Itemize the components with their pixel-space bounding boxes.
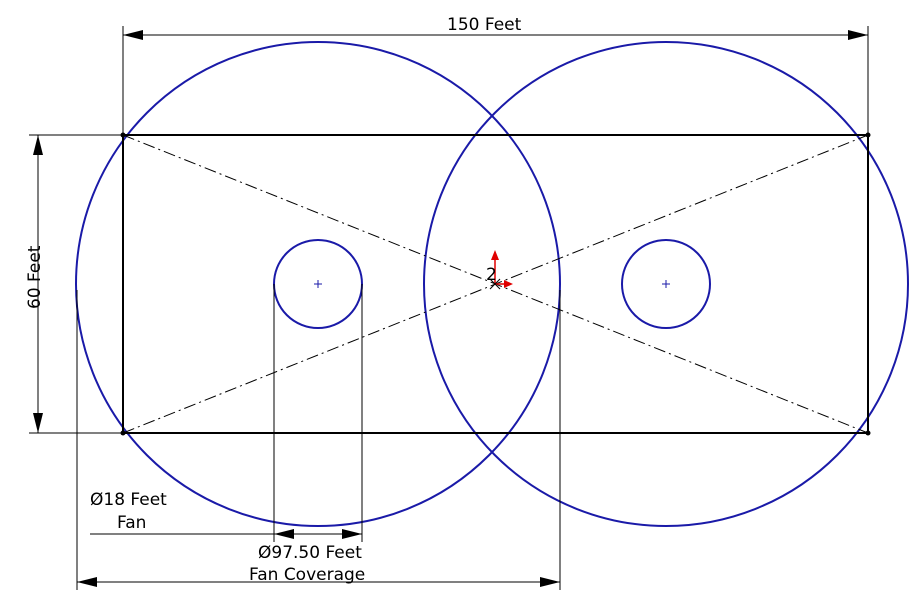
width-dimension: 60 Feet	[25, 134, 121, 434]
fan-center-mark-left	[314, 280, 322, 288]
fan-diameter-label: Ø18 Feet	[90, 490, 167, 510]
fan-center-mark-right	[662, 280, 670, 288]
length-dimension: 150 Feet	[122, 15, 869, 133]
room-outline	[122, 134, 869, 434]
fan-label: Fan	[117, 513, 146, 533]
origin-label: 2	[486, 265, 497, 285]
coverage-circle-left	[75, 41, 561, 527]
fan-circle-right	[621, 239, 711, 329]
fan-diameter-dimension: Ø18 Feet Fan	[90, 284, 363, 542]
origin-marker: 2	[486, 250, 513, 290]
coverage-circle-right	[423, 41, 909, 527]
width-label: 60 Feet	[25, 245, 45, 309]
coverage-diameter-dimension: Ø97.50 Feet Fan Coverage	[76, 290, 561, 590]
corner-points	[120, 132, 871, 436]
length-label: 150 Feet	[447, 15, 522, 35]
coverage-diameter-label: Ø97.50 Feet	[258, 543, 362, 563]
coverage-label: Fan Coverage	[249, 565, 365, 585]
